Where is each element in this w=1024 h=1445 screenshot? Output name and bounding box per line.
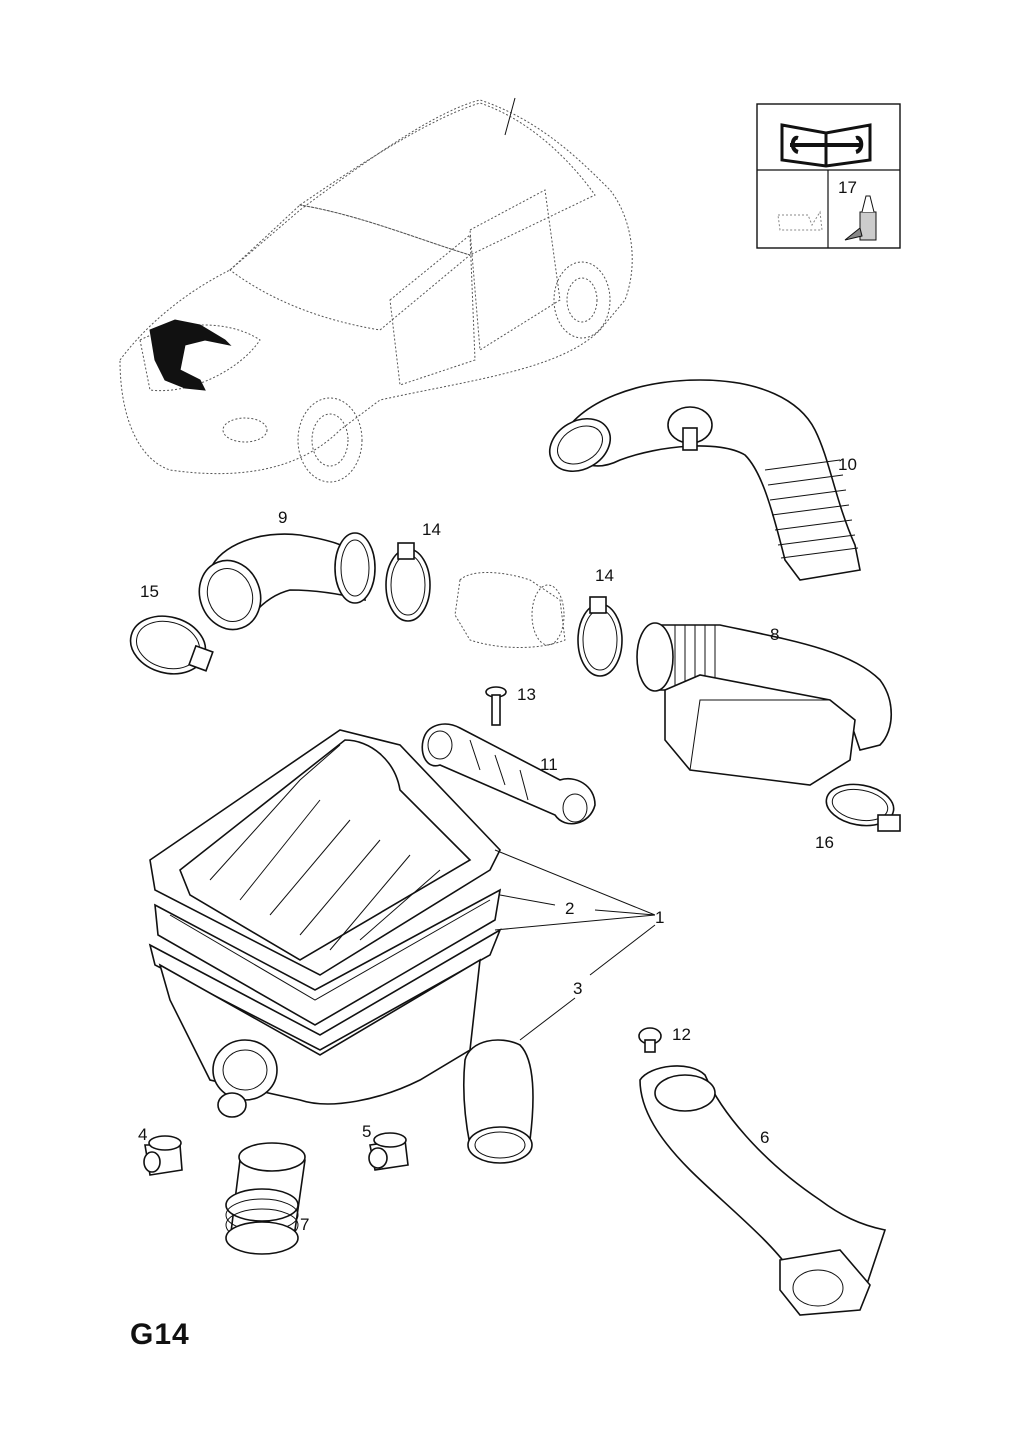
part-1-air-filter-housing [148,729,502,1118]
part-11-bracket [421,723,596,825]
page-code: G14 [130,1318,190,1351]
part-16-hose-clamp [825,783,901,832]
part-15-hose-clamp [129,615,214,675]
part-12-nut [638,1027,662,1053]
callout-7: 7 [300,1215,309,1234]
callout-2: 2 [565,899,574,918]
oil-can-icon [777,210,823,231]
callout-1: 1 [655,908,664,927]
part-14-hose-clamp-b [577,596,623,677]
car-outline-icon [119,97,633,483]
legend-box: 17 [756,103,901,249]
callout-9: 9 [278,508,287,527]
callout-16: 16 [815,833,834,852]
callout-10: 10 [838,455,857,474]
callouts: 1 2 3 4 5 6 7 8 9 10 11 12 13 14 14 15 1… [138,455,857,1234]
part-10-upper-air-duct [549,379,861,581]
part-5-bushing [368,1132,409,1171]
callout-17: 17 [838,178,857,197]
callout-8: 8 [770,625,779,644]
callout-5: 5 [362,1122,371,1141]
sealant-tube-icon [844,195,877,241]
part-3-intake-hose [463,1039,534,1164]
callout-14b: 14 [595,566,614,585]
part-14-hose-clamp-a [385,542,431,622]
callout-3: 3 [573,979,582,998]
callout-15: 15 [140,582,159,601]
part-9-elbow-hose [198,532,376,631]
part-7-bellows-hose [225,1142,306,1255]
air-mass-meter-outline [454,572,566,648]
part-8-resonator-duct [636,622,892,786]
part-6-intake-duct [639,1065,887,1316]
part-4-bushing [143,1135,183,1176]
leader-lines [494,849,656,1041]
callout-4: 4 [138,1125,147,1144]
callout-12: 12 [672,1025,691,1044]
callout-11: 11 [540,755,558,774]
part-13-bolt [485,686,507,726]
callout-14a: 14 [422,520,441,539]
callout-6: 6 [760,1128,769,1147]
callout-13: 13 [517,685,536,704]
repair-manual-icon [780,123,872,168]
